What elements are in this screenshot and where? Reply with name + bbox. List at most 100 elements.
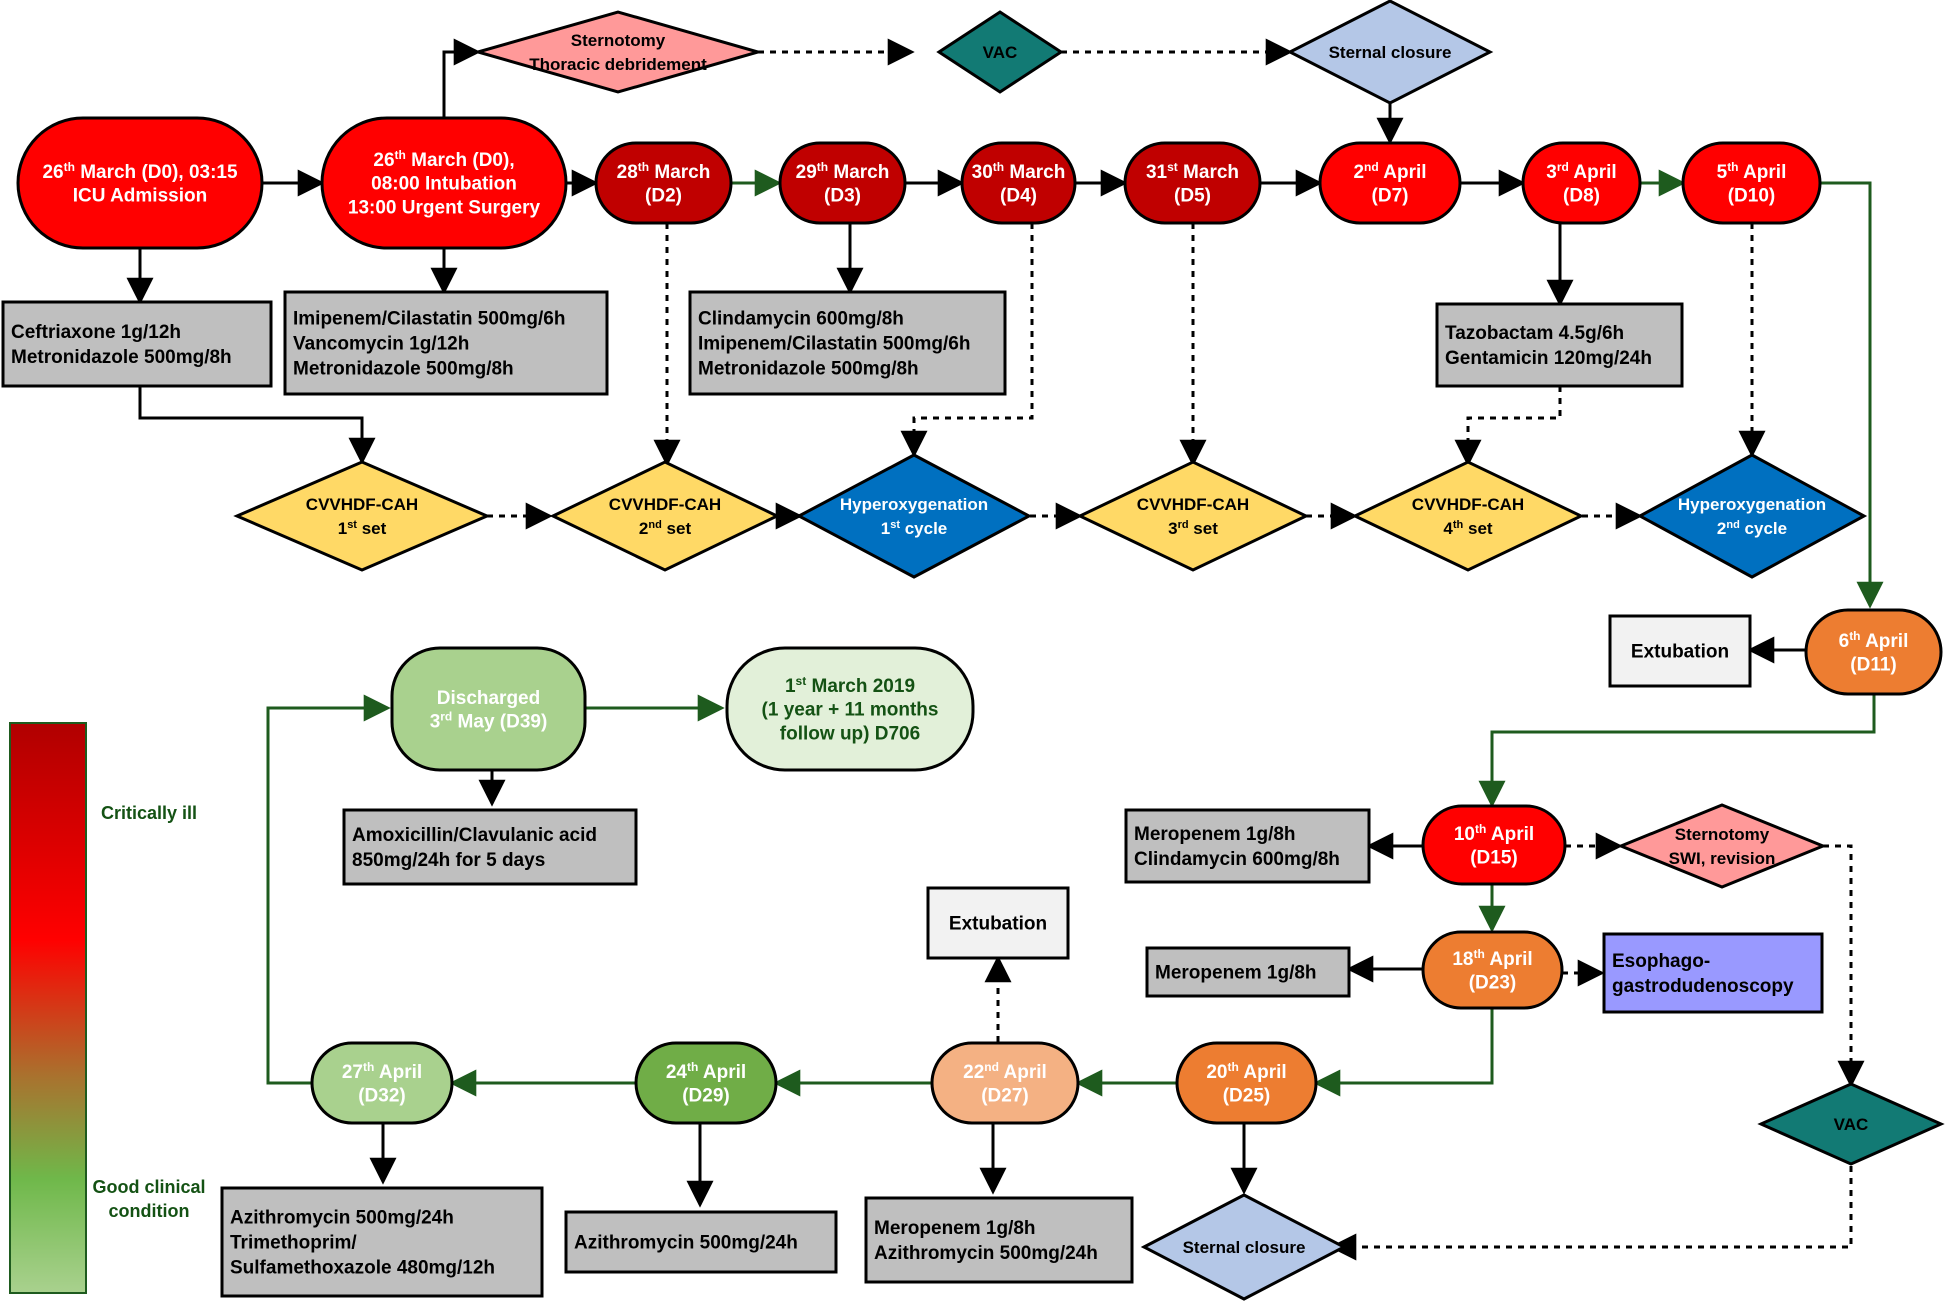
extubation-d27-line-1: Extubation <box>949 914 1047 935</box>
procedure-vac-1: VAC <box>936 10 1064 94</box>
drugs-d23: Meropenem 1g/8h <box>1145 946 1351 998</box>
legend-critically-ill: Critically ill <box>101 803 197 823</box>
connectors <box>126 38 1884 1261</box>
day-node-d706-line-1: 1st March 2019 <box>785 674 915 697</box>
drugs-d32-line-1: Azithromycin 500mg/24h <box>230 1208 454 1229</box>
day-node-d706-line-2: (1 year + 11 months <box>762 700 939 721</box>
drugs-d3: Clindamycin 600mg/8hImipenem/Cilastatin … <box>688 290 1007 396</box>
day-node-d4-line-1: 30th March <box>972 160 1066 183</box>
procedure-hyperoxygenation-2-line-1: Hyperoxygenation <box>1678 495 1826 514</box>
arrow-d23-d25 <box>1313 1008 1494 1097</box>
drugs-d39-line-1: Amoxicillin/Clavulanic acid <box>352 825 597 846</box>
procedure-sternotomy-2-line-2: SWI, revision <box>1669 849 1776 868</box>
drugs-d15-line-1: Meropenem 1g/8h <box>1134 824 1296 845</box>
arrow-d32-d39 <box>266 694 391 1085</box>
day-node-d11: 6th April(D11) <box>1804 608 1943 696</box>
drugs-d8-line-2: Gentamicin 120mg/24h <box>1445 348 1652 369</box>
day-node-d32: 27th April(D32) <box>310 1041 454 1125</box>
day-node-d2-line-1: 28th March <box>617 160 711 183</box>
day-node-d29-line-2: (D29) <box>682 1086 730 1107</box>
day-node-d25: 20th April (D25) <box>1175 1041 1318 1125</box>
procedure-cvvhdf-1-line-1: CVVHDF-CAH <box>306 495 418 514</box>
day-node-d0a-line-2: ICU Admission <box>73 186 207 207</box>
day-node-d2: 28th March (D2) <box>594 141 733 225</box>
day-node-d5-line-1: 31st March <box>1146 160 1239 183</box>
arrow-sternotomy-vac2 <box>1823 844 1865 1088</box>
day-node-d27: 22nd April(D27) <box>930 1041 1080 1125</box>
drugs-d27-line-2: Azithromycin 500mg/24h <box>874 1243 1098 1264</box>
extubation-d11: Extubation <box>1608 614 1752 688</box>
procedure-cvvhdf-3-line-2: 3rd set <box>1168 519 1218 538</box>
esophagogastroduodenoscopy: Esophago-gastrodudenoscopy <box>1602 932 1824 1014</box>
day-node-d3-line-2: (D3) <box>824 186 861 207</box>
extubation-d11-line-1: Extubation <box>1631 642 1729 663</box>
drugs-d32: Azithromycin 500mg/24hTrimethoprim/Sulfa… <box>220 1186 544 1298</box>
day-node-d0b-line-1: 26th March (D0), <box>373 148 514 171</box>
procedure-hyperoxygenation-1-line-1: Hyperoxygenation <box>840 495 988 514</box>
drugs-d39-line-2: 850mg/24h for 5 days <box>352 850 545 871</box>
day-node-d27-line-1: 22nd April <box>963 1060 1047 1083</box>
day-node-d7-line-2: (D7) <box>1372 186 1409 207</box>
day-node-d2-line-2: (D2) <box>645 186 682 207</box>
day-node-d29: 24th April(D29) <box>634 1041 778 1125</box>
drugs-d15-line-2: Clindamycin 600mg/8h <box>1134 849 1340 870</box>
day-node-d23-line-2: (D23) <box>1469 973 1517 994</box>
procedure-cvvhdf-2-line-1: CVVHDF-CAH <box>609 495 721 514</box>
arrow-d0b-sternotomy <box>442 38 481 123</box>
drugs-d32-line-3: Sulfamethoxazole 480mg/12h <box>230 1258 495 1279</box>
day-node-d0b-line-2: 08:00 Intubation <box>371 174 517 195</box>
day-node-d15-line-2: (D15) <box>1470 848 1518 869</box>
drugs-d0b-line-1: Imipenem/Cilastatin 500mg/6h <box>293 309 565 330</box>
day-node-d25-line-2: (D25) <box>1223 1086 1271 1107</box>
drugs-d0a-line-2: Metronidazole 500mg/8h <box>11 347 232 368</box>
day-node-d4: 30th March (D4) <box>960 141 1077 225</box>
procedure-cvvhdf-3: CVVHDF-CAH 3rd set <box>1076 460 1310 572</box>
procedure-vac-2: VAC <box>1757 1082 1945 1166</box>
procedure-sternal-closure-1-line-1: Sternal closure <box>1329 43 1452 62</box>
day-node-d10-line-2: (D10) <box>1728 186 1776 207</box>
drugs-d8-line-1: Tazobactam 4.5g/6h <box>1445 323 1624 344</box>
drugs-d32-line-2: Trimethoprim/ <box>230 1233 357 1254</box>
day-node-d39-line-2: 3rd May (D39) <box>430 710 548 733</box>
day-node-d25-line-1: 20th April <box>1206 1060 1286 1083</box>
procedure-cvvhdf-3-line-1: CVVHDF-CAH <box>1137 495 1249 514</box>
drugs-d3-line-2: Imipenem/Cilastatin 500mg/6h <box>698 334 970 355</box>
day-node-d7-line-1: 2nd April <box>1353 160 1426 183</box>
day-node-d32-line-1: 27th April <box>342 1060 422 1083</box>
day-node-d4-line-2: (D4) <box>1000 186 1037 207</box>
drugs-d23-line-1: Meropenem 1g/8h <box>1155 963 1317 984</box>
procedure-hyperoxygenation-2-line-2: 2nd cycle <box>1717 519 1787 538</box>
day-node-d15-line-1: 10th April <box>1454 822 1534 845</box>
esophagogastroduodenoscopy-line-2: gastrodudenoscopy <box>1612 976 1794 997</box>
arrow-d11-d15 <box>1478 694 1876 808</box>
day-node-d706: 1st March 2019(1 year + 11 monthsfollow … <box>725 646 975 772</box>
drugs-d0a-line-1: Ceftriaxone 1g/12h <box>11 322 181 343</box>
day-node-d8-line-2: (D8) <box>1563 186 1600 207</box>
drugs-d27-line-1: Meropenem 1g/8h <box>874 1218 1036 1239</box>
arrow-d10-d11 <box>1820 181 1884 609</box>
day-node-d11-line-2: (D11) <box>1850 655 1896 676</box>
day-node-d10: 5th April(D10) <box>1681 141 1822 225</box>
drugs-d0b-line-3: Metronidazole 500mg/8h <box>293 359 514 380</box>
day-node-d5: 31st March(D5) <box>1123 141 1262 225</box>
arrow-vac2-sternal-closure <box>1329 1166 1853 1261</box>
drugs-d29: Azithromycin 500mg/24h <box>564 1210 838 1274</box>
procedure-sternotomy-1-line-1: Sternotomy <box>571 31 666 50</box>
procedure-sternotomy-1-line-2: Thoracic debridement <box>529 55 707 74</box>
drugs-d39: Amoxicillin/Clavulanic acid 850mg/24h for… <box>342 808 638 886</box>
severity-gradient-bar <box>9 722 87 1294</box>
extubation-d27: Extubation <box>926 886 1070 960</box>
